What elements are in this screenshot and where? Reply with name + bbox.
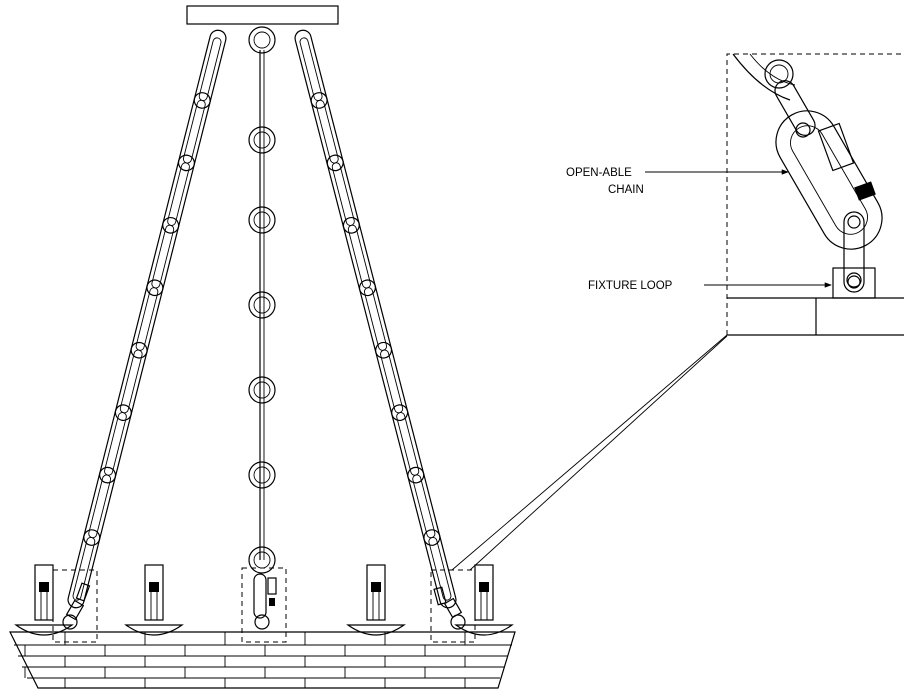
candle-cup [454,564,514,636]
detail-box-right [430,569,476,643]
right-chain-link [423,529,457,609]
right-chain-link [375,341,409,422]
clip-center [253,573,277,630]
fixture-loop-callout: FIXTURE LOOP [588,280,832,292]
ceiling-canopy [186,5,339,25]
openable-chain-label-line1: OPEN-ABLE [566,167,632,179]
detail-leader-lines [451,334,728,571]
right-chain-link [358,279,393,359]
rod-ring [248,546,276,574]
detail-box-center [241,567,287,643]
openable-chain-callout: OPEN-ABLE CHAIN [566,167,789,196]
right-chain-link [407,466,441,546]
right-chain-link [342,216,376,297]
fixture-loop [832,267,876,299]
fixture-body [9,631,516,689]
right-chain-link [294,29,328,109]
right-chain-link [310,92,344,172]
clip-left [62,582,91,630]
rod-ring [248,206,276,234]
candle-cup [346,564,406,636]
left-chain [67,29,227,609]
rod-ring [248,291,276,319]
openable-chain-label-line2: CHAIN [608,184,644,196]
detail-box-left [52,569,98,643]
right-chain [294,29,457,609]
rod-ring [248,376,276,404]
candle-cups [14,564,514,636]
enlarged-detail-view [726,53,904,336]
right-chain-link [391,404,425,484]
rod-ring [248,461,276,489]
left-chain-link [67,529,101,609]
fixture-loop-label: FIXTURE LOOP [588,280,673,292]
center-rod-chain [248,26,276,574]
openable-chain-link [775,110,883,250]
right-chain-link [326,154,360,234]
rod-ring [248,126,276,154]
rod-ring [248,26,276,54]
clip-right [433,586,466,630]
candle-cup [124,564,184,636]
